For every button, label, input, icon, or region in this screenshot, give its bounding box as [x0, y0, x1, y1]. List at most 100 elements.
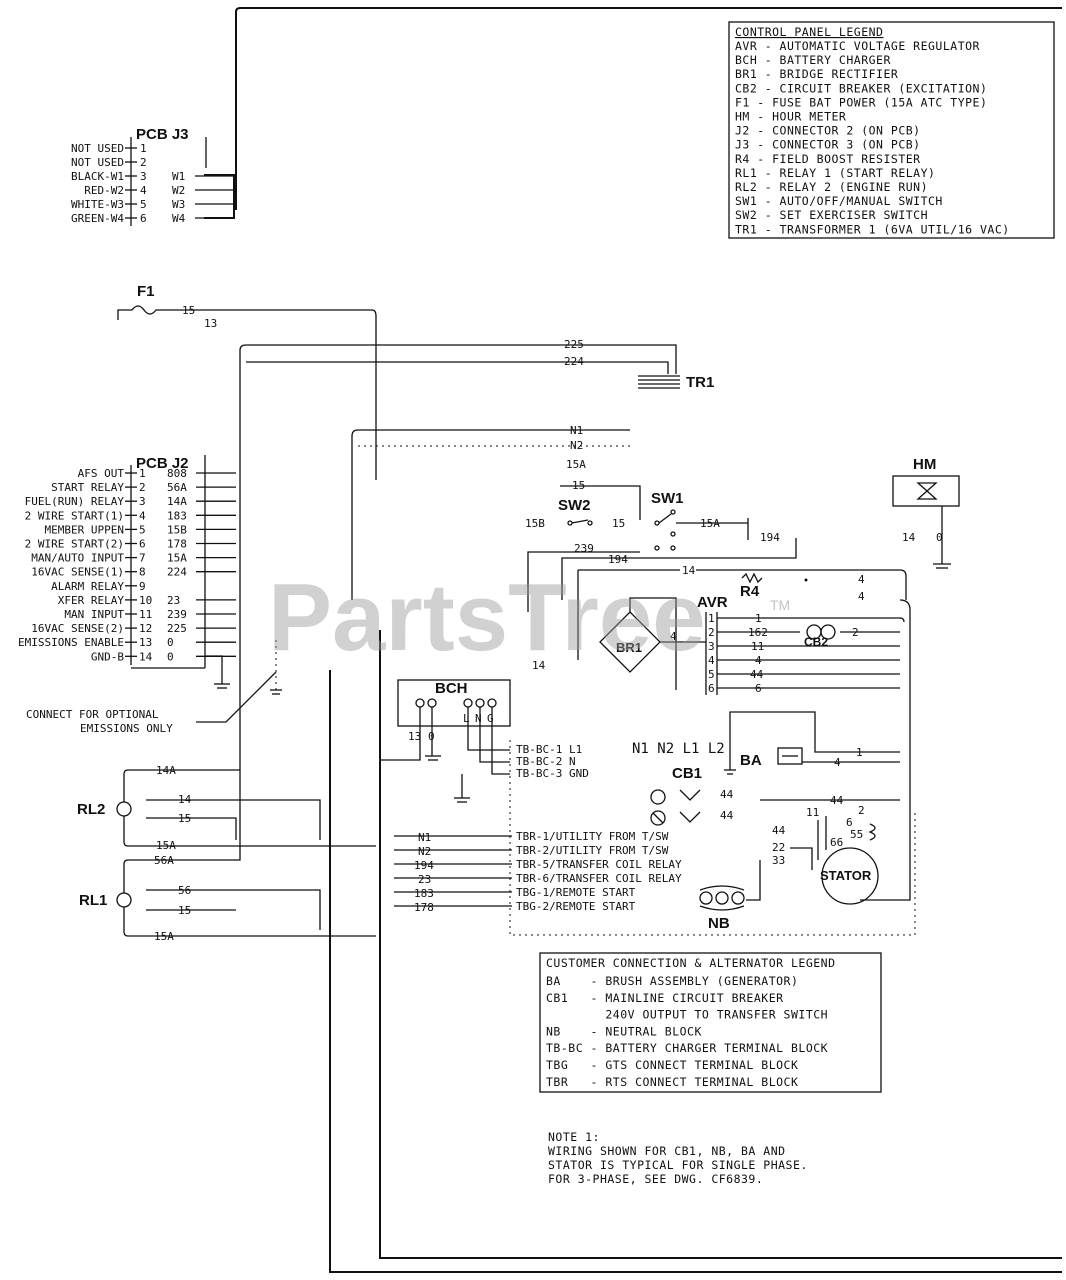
j3-row-pin: 4: [140, 184, 147, 197]
rl2-wire-15a: 15A: [156, 839, 176, 852]
customer-legend-row: BA - BRUSH ASSEMBLY (GENERATOR): [546, 974, 798, 988]
j2-row-pin: 13: [139, 636, 152, 649]
j2-row-label: AFS OUT: [78, 467, 125, 480]
pcb-j2-title: PCB J2: [136, 455, 189, 472]
customer-connection-legend: CUSTOMER CONNECTION & ALTERNATOR LEGEND …: [539, 952, 882, 1093]
control-legend-title: CONTROL PANEL LEGEND: [735, 25, 883, 39]
j3-row-wire: W4: [172, 212, 186, 225]
r4-wire-4a: 4: [858, 573, 865, 586]
sw1-label: SW1: [651, 490, 684, 507]
j2-row-label: XFER RELAY: [58, 594, 125, 607]
j3-row-label: NOT USED: [71, 156, 124, 169]
bch-label: BCH: [435, 680, 468, 697]
j2-row-pin: 4: [139, 509, 146, 522]
cb1-breaker: CB1 44 44: [650, 765, 734, 826]
ba-label: BA: [740, 752, 762, 769]
wire-15b-sw2: 15B: [525, 517, 545, 530]
utility-labels: N1 N2 L1 L2: [632, 741, 725, 757]
j2-row-pin: 2: [139, 481, 146, 494]
cb2-breaker: CB2 2: [804, 624, 859, 649]
j2-row-label: 16VAC SENSE(1): [31, 566, 124, 579]
j2-row-label: MAN INPUT: [64, 608, 124, 621]
avr-pin-6: 6: [708, 682, 715, 695]
avr-wire-1: 1: [755, 612, 762, 625]
j2-row-label: ALARM RELAY: [51, 580, 124, 593]
wire-225: 225: [564, 338, 584, 351]
j2-row-label: FUEL(RUN) RELAY: [25, 495, 125, 508]
control-legend-row: R4 - FIELD BOOST RESISTER: [735, 152, 921, 166]
j2-row-label: 2 WIRE START(1): [25, 509, 124, 522]
frame-top-line: [235, 7, 1062, 210]
st-wire-44: 44: [830, 794, 844, 807]
wire-n2: N2: [570, 439, 583, 452]
tbr-5: TBR-5/TRANSFER COIL RELAY: [516, 858, 682, 871]
f1-fuse: F1 15 13: [117, 283, 377, 480]
j2-row-wire: 183: [167, 509, 187, 522]
j3-row-wire: W3: [172, 198, 185, 211]
frame-bottom-outer-line: [329, 670, 1062, 1273]
tb-wire-n1: N1: [418, 831, 431, 844]
customer-legend-row: 240V OUTPUT TO TRANSFER SWITCH: [546, 1008, 828, 1022]
tbg-1: TBG-1/REMOTE START: [516, 886, 636, 899]
note-line: NOTE 1:: [548, 1130, 600, 1144]
avr-wire-11: 11: [751, 640, 764, 653]
st-wire-6: 6: [846, 816, 853, 829]
j2-row-pin: 1: [139, 467, 146, 480]
bch-battery-charger: BCH L N G 13 0: [380, 679, 511, 803]
tb-bc-2: TB-BC-2 N: [516, 755, 576, 768]
j2-row-wire: 0: [167, 650, 174, 663]
j2-row-pin: 12: [139, 622, 152, 635]
bch-term-l: L: [463, 712, 470, 725]
avr-wire-162: 162: [748, 626, 768, 639]
j3-row-wire: W2: [172, 184, 185, 197]
customer-legend-row: CB1 - MAINLINE CIRCUIT BREAKER: [546, 991, 784, 1005]
st-wire-66: 66: [830, 836, 843, 849]
bch-term-n: N: [475, 712, 482, 725]
st-wire-2: 2: [858, 804, 865, 817]
hm-wire-14: 14: [902, 531, 916, 544]
tb-wire-n2: N2: [418, 845, 431, 858]
frame-bottom-line: [379, 630, 1062, 1259]
j3-row-pin: 6: [140, 212, 147, 225]
tbg-2: TBG-2/REMOTE START: [516, 900, 636, 913]
rl2-label: RL2: [77, 801, 105, 818]
control-legend-row: HM - HOUR METER: [735, 110, 846, 124]
wire-224: 224: [564, 355, 584, 368]
j2-row-wire: 225: [167, 622, 187, 635]
tbr-2: TBR-2/UTILITY FROM T/SW: [516, 844, 669, 857]
ba-brush-assembly: BA 1 4: [724, 711, 900, 775]
control-legend-row: BR1 - BRIDGE RECTIFIER: [735, 67, 898, 81]
switches: SW2 SW1 15B 15 15A 194 239 194 14: [525, 490, 907, 660]
j2-row-wire: 14A: [167, 495, 187, 508]
note-line: WIRING SHOWN FOR CB1, NB, BA AND: [548, 1144, 786, 1158]
stator: 44 11 6 2 55 66 44 22 33 STATOR: [746, 794, 900, 905]
nb-label: NB: [708, 915, 730, 932]
customer-legend-title: CUSTOMER CONNECTION & ALTERNATOR LEGEND: [546, 956, 836, 970]
j2-row-wire: 15A: [167, 552, 187, 565]
wire-n1: N1: [570, 424, 583, 437]
tbr-1: TBR-1/UTILITY FROM T/SW: [516, 830, 669, 843]
control-legend-row: AVR - AUTOMATIC VOLTAGE REGULATOR: [735, 39, 980, 53]
j2-row-label: START RELAY: [51, 481, 124, 494]
j3-row-label: WHITE-W3: [71, 198, 124, 211]
j2-row-pin: 7: [139, 552, 146, 565]
j3-row-pin: 5: [140, 198, 147, 211]
st-wire-22: 22: [772, 841, 785, 854]
avr-pin-4: 4: [708, 654, 715, 667]
emissions-connection: CONNECT FOR OPTIONAL EMISSIONS ONLY: [26, 640, 282, 735]
wire-14-mid: 14: [532, 659, 546, 672]
br1-wire-4: 4: [670, 630, 677, 643]
br1-label: BR1: [616, 640, 642, 655]
wire-15a-top: 15A: [566, 458, 586, 471]
wire-15-f1: 15: [182, 304, 195, 317]
control-legend-row: J3 - CONNECTOR 3 (ON PCB): [735, 138, 921, 152]
j2-row-pin: 3: [139, 495, 146, 508]
r4-label: R4: [740, 583, 760, 600]
cb1-wire-44b: 44: [720, 809, 734, 822]
rl2-wire-14: 14: [178, 793, 192, 806]
j3-row-label: BLACK-W1: [71, 170, 124, 183]
rl1-label: RL1: [79, 892, 107, 909]
st-wire-55: 55: [850, 828, 863, 841]
